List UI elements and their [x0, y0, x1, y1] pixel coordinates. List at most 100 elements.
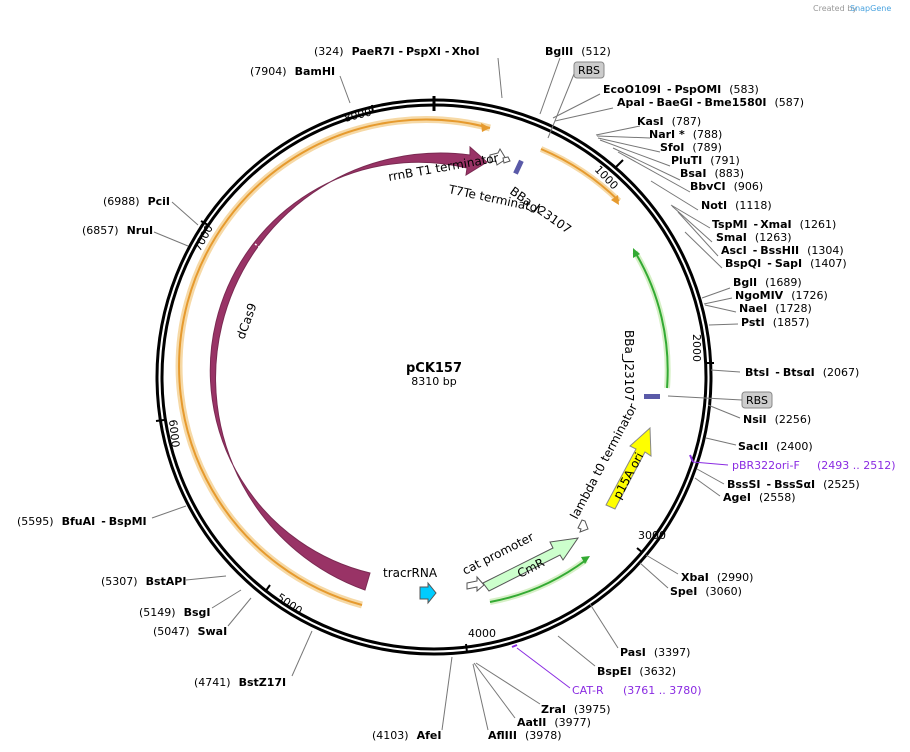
site-3978[interactable]: AflIII(3978)	[488, 729, 562, 742]
site-5149-n0: BsgI	[184, 606, 211, 619]
tick-label-8000: 8000	[343, 106, 373, 125]
leader-3060	[639, 562, 669, 589]
green-arc-2-head	[581, 556, 590, 564]
site-1118[interactable]: NotI(1118)	[701, 199, 772, 212]
site-3397[interactable]: PasI(3397)	[620, 646, 690, 659]
site-1689[interactable]: BglI(1689)	[733, 276, 802, 289]
leader-789	[597, 137, 661, 153]
site-512[interactable]: BglII(512)	[545, 45, 611, 58]
t7te-terminator-arrow[interactable]	[502, 156, 511, 164]
site-3060[interactable]: SpeI(3060)	[670, 585, 742, 598]
site-1689-pos: (1689)	[765, 276, 802, 289]
site-6988-n0: PciI	[148, 195, 170, 208]
site-906[interactable]: BbvCI(906)	[690, 180, 763, 193]
site-5047[interactable]: (5047)SwaI	[153, 625, 227, 638]
site-6857[interactable]: (6857)NruI	[82, 224, 153, 237]
site-324-n2: XhoI	[452, 45, 480, 58]
site-787-pos: (787)	[672, 115, 702, 128]
green-arc-2	[489, 559, 587, 603]
dcas9-feature[interactable]	[209, 145, 488, 591]
leader-5595	[151, 505, 187, 519]
leader-1726	[703, 297, 733, 305]
site-1857[interactable]: PstI(1857)	[741, 316, 809, 329]
tracrrna-feature[interactable]	[419, 581, 437, 605]
site-789-pos: (789)	[692, 141, 722, 154]
site-3975[interactable]: ZraI(3975)	[541, 703, 611, 716]
leader-4741	[291, 630, 313, 677]
site-5149[interactable]: (5149)BsgI	[139, 606, 210, 619]
site-788[interactable]: NarI *(788)	[649, 128, 722, 141]
site-2067-n1: BtsαI	[783, 366, 815, 379]
site-7904-pos: (7904)	[250, 65, 287, 78]
site-3397-n0: PasI	[620, 646, 646, 659]
site-labels: (324)PaeR7I-PspXI-XhoI BglII(512) EcoO10…	[17, 45, 860, 742]
site-883[interactable]: BsaI(883)	[680, 167, 744, 180]
site-1728[interactable]: NaeI(1728)	[739, 302, 812, 315]
site-587[interactable]: ApaI-BaeGI-Bme1580I(587)	[617, 96, 804, 109]
rbs-right-label: RBS	[746, 394, 768, 407]
site-2525[interactable]: BssSI-BssSαI(2525)	[727, 478, 860, 491]
rrnb-terminator-arrow[interactable]	[489, 147, 507, 166]
bba-top-promoter[interactable]	[513, 159, 524, 175]
leader-2990	[645, 554, 679, 575]
site-1263[interactable]: SmaI(1263)	[716, 231, 791, 244]
site-4103-n0: AfeI	[417, 729, 442, 742]
site-3978-pos: (3978)	[525, 729, 562, 742]
plasmid-name: pCK157	[406, 361, 462, 376]
site-1726[interactable]: NgoMIV(1726)	[735, 289, 828, 302]
tick-1000	[615, 159, 624, 168]
site-2256[interactable]: NsiI(2256)	[743, 413, 811, 426]
site-583[interactable]: EcoO109I-PspOMI(583)	[603, 83, 759, 96]
site-4103-pos: (4103)	[372, 729, 409, 742]
site-1407[interactable]: BspQI-SapI(1407)	[725, 257, 847, 270]
leader-2067	[710, 369, 741, 373]
p15a-ori-feature[interactable]	[605, 426, 652, 510]
brand-text: SnapGene	[850, 4, 891, 13]
leader-1689	[701, 287, 731, 299]
primer-cat-leader	[516, 647, 571, 689]
bba-right-promoter[interactable]	[644, 394, 660, 399]
site-6988[interactable]: (6988)PciI	[103, 195, 170, 208]
site-1261-pos: (1261)	[800, 218, 837, 231]
site-7904[interactable]: (7904)BamHI	[250, 65, 335, 78]
site-787[interactable]: KasI(787)	[637, 115, 701, 128]
tick-7000	[200, 220, 209, 226]
leader-3975	[475, 662, 541, 705]
cat-promoter-arrow[interactable]	[466, 575, 485, 593]
site-1407-pos: (1407)	[810, 257, 847, 270]
site-789[interactable]: SfoI(789)	[660, 141, 722, 154]
primer-pbr322-mark	[689, 454, 694, 463]
site-324[interactable]: (324)PaeR7I-PspXI-XhoI	[314, 45, 480, 58]
site-1726-n0: NgoMIV	[735, 289, 784, 302]
site-2558[interactable]: AgeI(2558)	[723, 491, 796, 504]
site-2558-n0: AgeI	[723, 491, 751, 504]
cmr-feature[interactable]	[482, 537, 580, 592]
site-5595[interactable]: (5595)BfuAI-BspMI	[17, 515, 147, 528]
site-3977[interactable]: AatII(3977)	[517, 716, 591, 729]
site-3632[interactable]: BspEI(3632)	[597, 665, 676, 678]
site-2990[interactable]: XbaI(2990)	[681, 571, 753, 584]
leader-1261	[670, 204, 711, 229]
leader-3978	[472, 663, 489, 731]
primer-pbr322-leader	[692, 461, 729, 466]
site-2525-n1: BssSαI	[774, 478, 815, 491]
site-791[interactable]: PluTI(791)	[671, 154, 740, 167]
site-4741[interactable]: (4741)BstZ17I	[194, 676, 286, 689]
leader-587	[554, 107, 614, 122]
site-2067[interactable]: BtsI-BtsαI(2067)	[745, 366, 859, 379]
dcas9-label: dCas9	[234, 301, 260, 341]
site-2400[interactable]: SacII(2400)	[738, 440, 813, 453]
rbs-badge-top	[573, 61, 605, 79]
lambda-terminator-arrow[interactable]	[577, 519, 589, 533]
site-5307[interactable]: (5307)BstAPI	[101, 575, 186, 588]
leader-5307	[185, 575, 227, 581]
site-1304[interactable]: AscI-BssHII(1304)	[721, 244, 844, 257]
site-1261[interactable]: TspMI-XmaI(1261)	[712, 218, 836, 231]
site-2256-n0: NsiI	[743, 413, 767, 426]
site-512-pos: (512)	[581, 45, 611, 58]
site-4103[interactable]: (4103) AfeI	[372, 729, 441, 742]
bba-right-label: BBa_J23107	[622, 330, 636, 402]
site-4741-n0: BstZ17I	[239, 676, 287, 689]
site-1304-n0: AscI	[721, 244, 747, 257]
site-6857-n0: NruI	[127, 224, 154, 237]
